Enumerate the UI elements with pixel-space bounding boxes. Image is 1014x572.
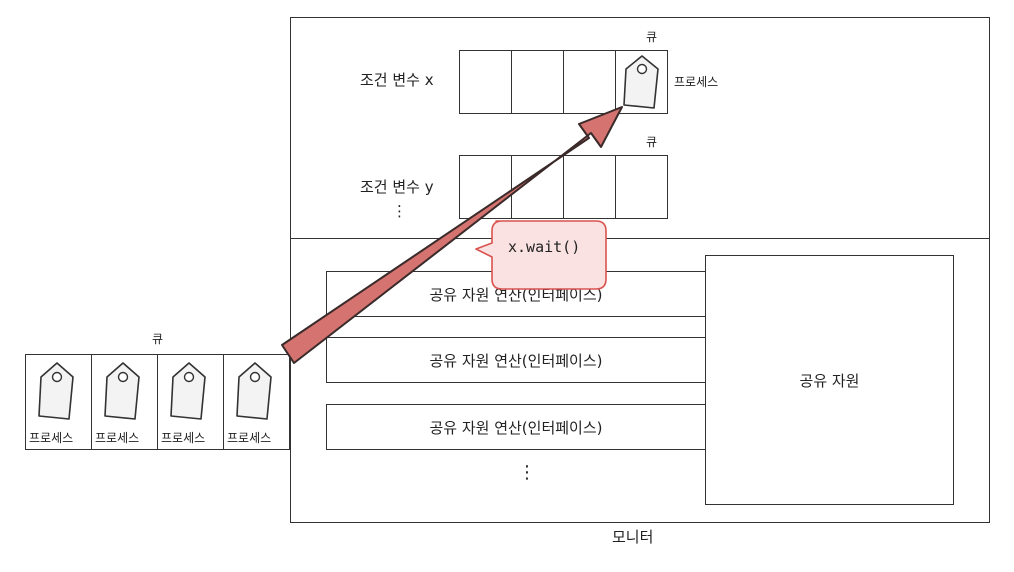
process-tag-icon: [167, 360, 211, 422]
condition-y-ellipsis: ⋮: [392, 202, 407, 220]
entry-queue-process-label: 프로세스: [227, 431, 272, 445]
shared-resource-label: 공유 자원: [799, 371, 860, 390]
condition-x-queue-cell: [511, 50, 564, 114]
process-tag-icon: [233, 360, 277, 422]
callout-bubble: [475, 220, 607, 290]
shared-resource-box: 공유 자원: [705, 255, 954, 505]
process-tag-icon: [35, 360, 79, 422]
callout-text: x.wait(): [508, 238, 581, 256]
condition-y-queue-cell: [563, 155, 616, 219]
shared-operation-label: 공유 자원 연산(인터페이스): [429, 418, 603, 437]
condition-x-queue-label: 큐: [646, 30, 658, 44]
condition-x-label: 조건 변수 x: [360, 71, 434, 89]
process-tag-icon: [101, 360, 145, 422]
process-tag-icon: [620, 53, 664, 111]
entry-queue-process-label: 프로세스: [95, 431, 140, 445]
condition-x-queue-cell: [459, 50, 512, 114]
entry-queue-process-label: 프로세스: [161, 431, 206, 445]
entry-queue-process-label: 프로세스: [29, 431, 74, 445]
entry-queue-label: 큐: [152, 332, 164, 346]
shared-operation-row: 공유 자원 연산(인터페이스): [326, 337, 706, 383]
shared-operation-label: 공유 자원 연산(인터페이스): [429, 285, 603, 304]
shared-operation-row: 공유 자원 연산(인터페이스): [326, 404, 706, 450]
shared-operation-label: 공유 자원 연산(인터페이스): [429, 351, 603, 370]
monitor-divider: [290, 238, 990, 239]
condition-y-queue-cell: [615, 155, 668, 219]
condition-x-process-label: 프로세스: [674, 75, 719, 89]
condition-y-label: 조건 변수 y: [360, 178, 434, 196]
condition-y-queue-label: 큐: [646, 135, 658, 149]
monitor-label: 모니터: [612, 528, 654, 546]
